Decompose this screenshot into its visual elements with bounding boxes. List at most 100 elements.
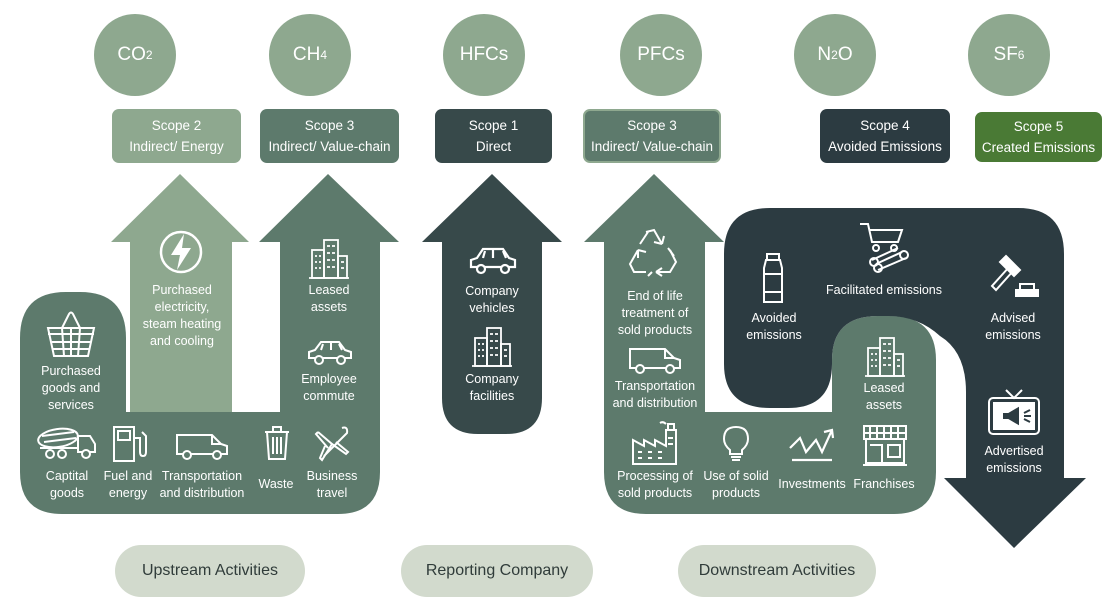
factory-icon — [632, 421, 677, 465]
label-line: Leased — [308, 283, 350, 297]
label-line: services — [48, 398, 94, 412]
label-line: sold products — [617, 323, 693, 337]
building-icon — [472, 327, 512, 367]
scope-title: Scope 2 — [151, 118, 202, 133]
cement-truck-icon — [37, 427, 96, 459]
label-line: facilities — [469, 389, 515, 403]
van-icon — [176, 434, 228, 460]
label-line: Captital — [45, 469, 89, 483]
label-advertised-emissions: Advertised emissions — [984, 443, 1043, 477]
label-line: Fuel and — [103, 469, 153, 483]
label-line: End of life — [627, 289, 683, 303]
label-line: Facilitated emissions — [825, 283, 943, 297]
label-line: Advertised — [984, 444, 1044, 458]
lightbulb-icon — [722, 425, 750, 461]
label-line: Waste — [258, 477, 294, 491]
fuel-pump-icon — [113, 426, 147, 462]
label-line: Business — [306, 469, 358, 483]
label-line: Advised — [990, 311, 1036, 325]
gas-pfcs: PFCs — [620, 14, 702, 96]
label-line: goods — [49, 486, 85, 500]
gas-co2-sub: 2 — [145, 48, 153, 62]
chart-arrow-icon — [789, 428, 835, 462]
cart-logs-icon — [860, 223, 909, 273]
scope45-shape — [724, 208, 1086, 548]
label-line: Company — [465, 372, 519, 386]
label-line: commute — [303, 389, 355, 403]
gas-ch4-sub: 4 — [320, 48, 328, 62]
label-business-travel: Business travel — [307, 468, 358, 502]
gavel-icon — [990, 254, 1039, 297]
label-employee-commute: Employee commute — [301, 371, 357, 405]
downstream-activities-label: Downstream Activities — [698, 562, 856, 579]
label-end-of-life: End of life treatment of sold products — [618, 288, 692, 339]
label-line: Transportation — [614, 379, 696, 393]
scope-title: Scope 1 — [468, 118, 519, 133]
label-line: sold products — [617, 486, 693, 500]
scope-subtitle: Created Emissions — [981, 140, 1096, 155]
scope-4-box: Scope 4 Avoided Emissions — [820, 109, 950, 163]
storefront-icon — [863, 425, 907, 466]
label-company-facilities: Company facilities — [465, 371, 519, 405]
gas-sf6-sub: 6 — [1017, 48, 1025, 62]
upstream-activities-label: Upstream Activities — [141, 562, 279, 579]
label-line: assets — [310, 300, 348, 314]
label-line: vehicles — [469, 301, 515, 315]
label-line: treatment of — [621, 306, 689, 320]
gas-hfcs-base: HFCs — [459, 44, 509, 65]
label-line: Use of solid — [703, 469, 769, 483]
gas-n2o-base: N — [817, 44, 832, 65]
label-franchises: Franchises — [853, 476, 914, 493]
reporting-company-pill: Reporting Company — [401, 545, 593, 597]
scope-title: Scope 4 — [860, 118, 910, 133]
label-line: and distribution — [612, 396, 698, 410]
label-line: electricity, — [154, 300, 210, 314]
gas-n2o-sub: 2 — [831, 48, 838, 62]
label-investments: Investments — [778, 476, 845, 493]
label-line: goods and — [41, 381, 101, 395]
gas-sf6-base: SF — [993, 44, 1018, 65]
label-line: emissions — [985, 328, 1041, 342]
scope-title: Scope 5 — [1013, 119, 1064, 134]
label-line: Company — [465, 284, 519, 298]
lightning-icon — [159, 230, 203, 274]
upstream-activities-pill: Upstream Activities — [115, 545, 305, 597]
label-downstream-transport: Transportation and distribution — [613, 378, 698, 412]
building-icon — [309, 239, 349, 279]
scope-title: Scope 3 — [627, 118, 677, 133]
gas-pfcs-base: PFCs — [637, 44, 685, 65]
downstream-activities-pill: Downstream Activities — [678, 545, 876, 597]
scope2-arrow — [111, 174, 249, 412]
label-line: emissions — [986, 461, 1042, 475]
van-icon — [629, 348, 681, 374]
scope-1-box: Scope 1 Direct — [435, 109, 552, 163]
scope-5-box: Scope 5 Created Emissions — [975, 112, 1102, 162]
label-line: steam heating — [142, 317, 222, 331]
scope-subtitle: Direct — [475, 139, 512, 154]
scope-subtitle: Indirect/ Value-chain — [268, 139, 391, 154]
scope-subtitle: Avoided Emissions — [828, 139, 942, 154]
label-line: Avoided — [751, 311, 797, 325]
reporting-company-label: Reporting Company — [425, 562, 569, 579]
gas-co2-base: CO — [117, 44, 146, 65]
label-facilitated-emissions: Facilitated emissions — [826, 282, 942, 299]
recycle-icon — [628, 228, 678, 277]
label-line: Employee — [301, 372, 357, 386]
label-line: travel — [316, 486, 348, 500]
label-line: Leased — [863, 381, 905, 395]
building-icon — [865, 337, 905, 377]
airplane-icon — [314, 426, 350, 462]
scope-2-box: Scope 2 Indirect/ Energy — [112, 109, 241, 163]
scope-subtitle: Indirect/ Energy — [129, 139, 224, 154]
label-waste: Waste — [259, 476, 294, 493]
